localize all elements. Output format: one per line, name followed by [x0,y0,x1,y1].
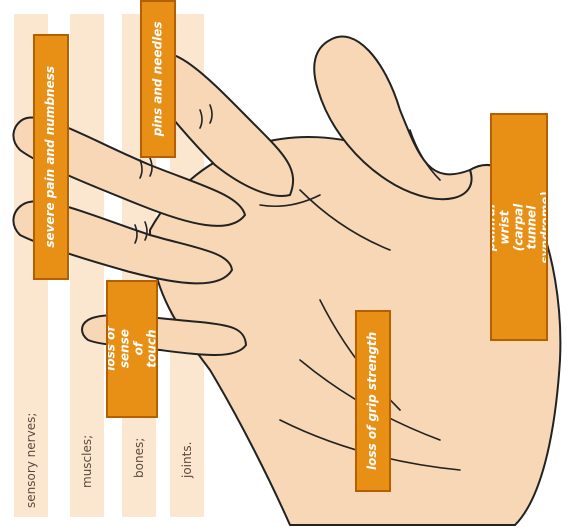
callout-painful-wrist: painful wrist (carpal tunnel syndrome) [490,113,548,341]
label-joints: joints. [180,441,194,478]
hand-thumb [313,35,473,201]
callout-pins-needles: pins and needles [140,0,176,158]
stripe-muscles [70,14,104,517]
callout-severe-pain: severe pain and numbness [33,34,69,280]
label-sensory-nerves: sensory nerves; [24,412,38,508]
callout-loss-of-touch: loss of sense of touch [106,280,158,418]
hand-middle-finger [12,116,246,227]
label-muscles: muscles; [80,434,94,488]
callout-loss-of-grip: loss of grip strength [355,310,391,492]
label-bones: bones; [132,437,146,478]
